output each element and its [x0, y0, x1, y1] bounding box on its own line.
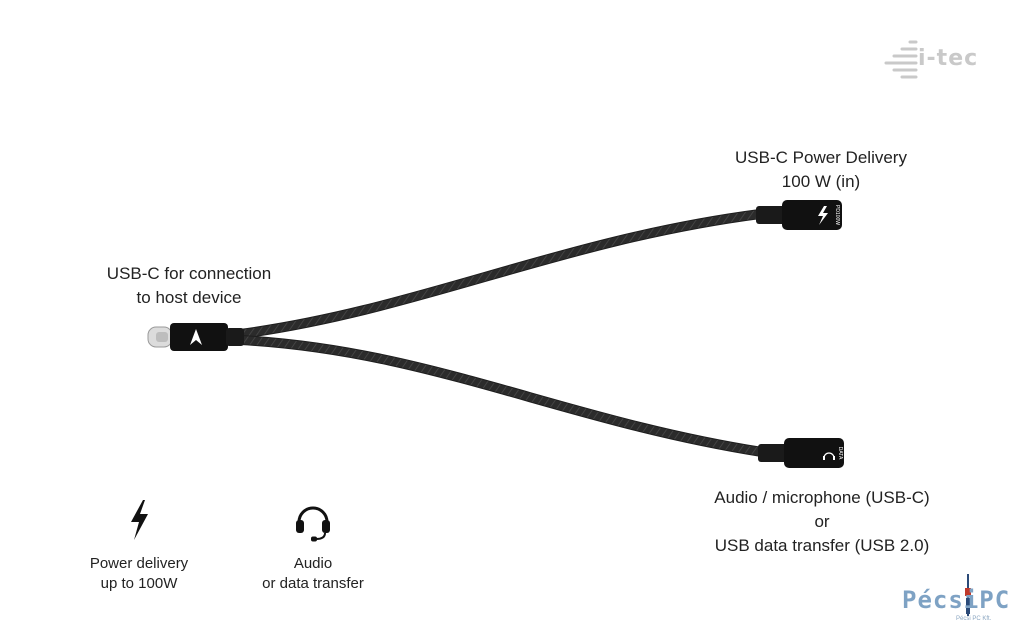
feature-audio-label: Audio or data transfer — [262, 555, 364, 592]
host-usbc-connector — [147, 323, 244, 351]
host-connector-label: USB-C for connection to host device — [106, 264, 272, 307]
itec-logo-icon — [884, 40, 918, 79]
power-delivery-label: USB-C Power Delivery 100 W (in) — [735, 148, 907, 191]
pd-usbc-female-connector: PD100W — [756, 200, 842, 230]
tower-icon — [965, 574, 971, 616]
pecsi-pc-subtext: Pécsi PC Kft. — [956, 616, 992, 622]
pecsi-pc-logo: PécsiPC Pécsi PC Kft. — [898, 572, 1011, 630]
audio-marking: DATA — [837, 447, 843, 460]
pd-marking: PD100W — [834, 205, 840, 225]
pd-lightning-mark — [818, 206, 828, 225]
pecsi-pc-logo-text: PécsiPC — [902, 586, 1011, 614]
itec-logo-text: i-tec — [918, 46, 979, 71]
audio-data-label: Audio / microphone (USB-C) or USB data t… — [714, 488, 930, 555]
feature-power-label: Power delivery up to 100W — [89, 555, 189, 592]
lightning-icon — [124, 498, 154, 542]
headset-icon — [294, 498, 332, 542]
audio-usbc-female-connector: DATA — [758, 438, 844, 468]
itec-arrow-icon — [190, 329, 202, 345]
itec-logo: i-tec — [882, 38, 992, 84]
